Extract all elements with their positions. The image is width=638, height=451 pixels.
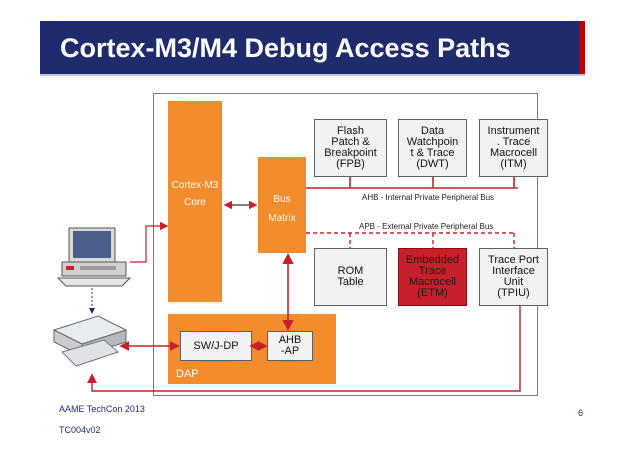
itm-box: Instrument . Trace Macrocell (ITM)	[479, 119, 548, 177]
dap-label: DAP	[176, 368, 199, 380]
bus-matrix-label-2: Matrix	[268, 213, 296, 224]
rom-table-box: ROM Table	[314, 248, 387, 306]
sw-dp-box: SW/J-DP	[180, 331, 252, 361]
dwt-box: Data Watchpoin t & Trace (DWT)	[398, 119, 467, 177]
slide-title: Cortex-M3/M4 Debug Access Paths	[60, 33, 511, 63]
pc-core-link	[130, 221, 169, 263]
slide-title-bar: Cortex-M3/M4 Debug Access Paths	[40, 21, 585, 76]
page-number: 6	[578, 408, 584, 418]
title-accent-bar	[579, 21, 585, 74]
diagram-frame	[153, 93, 538, 396]
apb-bus-label: APB - External Private Peripheral Bus	[359, 222, 494, 231]
cortex-core-label-1: Cortex-M3	[171, 180, 219, 191]
bus-matrix-block	[258, 157, 306, 253]
cortex-core-label-2: Core	[184, 197, 206, 208]
trace-output-path	[87, 306, 521, 392]
footer-code: TC004v02	[59, 425, 101, 435]
bus-matrix-label-1: Bus	[273, 194, 291, 205]
etm-box: Embedded Trace Macrocell (ETM)	[398, 248, 467, 306]
ahb-bus-label: AHB - Internal Private Peripheral Bus	[362, 193, 495, 202]
cortex-core-block	[168, 101, 222, 302]
footer-event: AAME TechCon 2013	[59, 404, 145, 414]
tpiu-box: Trace Port Interface Unit (TPIU)	[479, 248, 548, 306]
fpb-box: Flash Patch & Breakpoint (FPB)	[314, 119, 387, 177]
